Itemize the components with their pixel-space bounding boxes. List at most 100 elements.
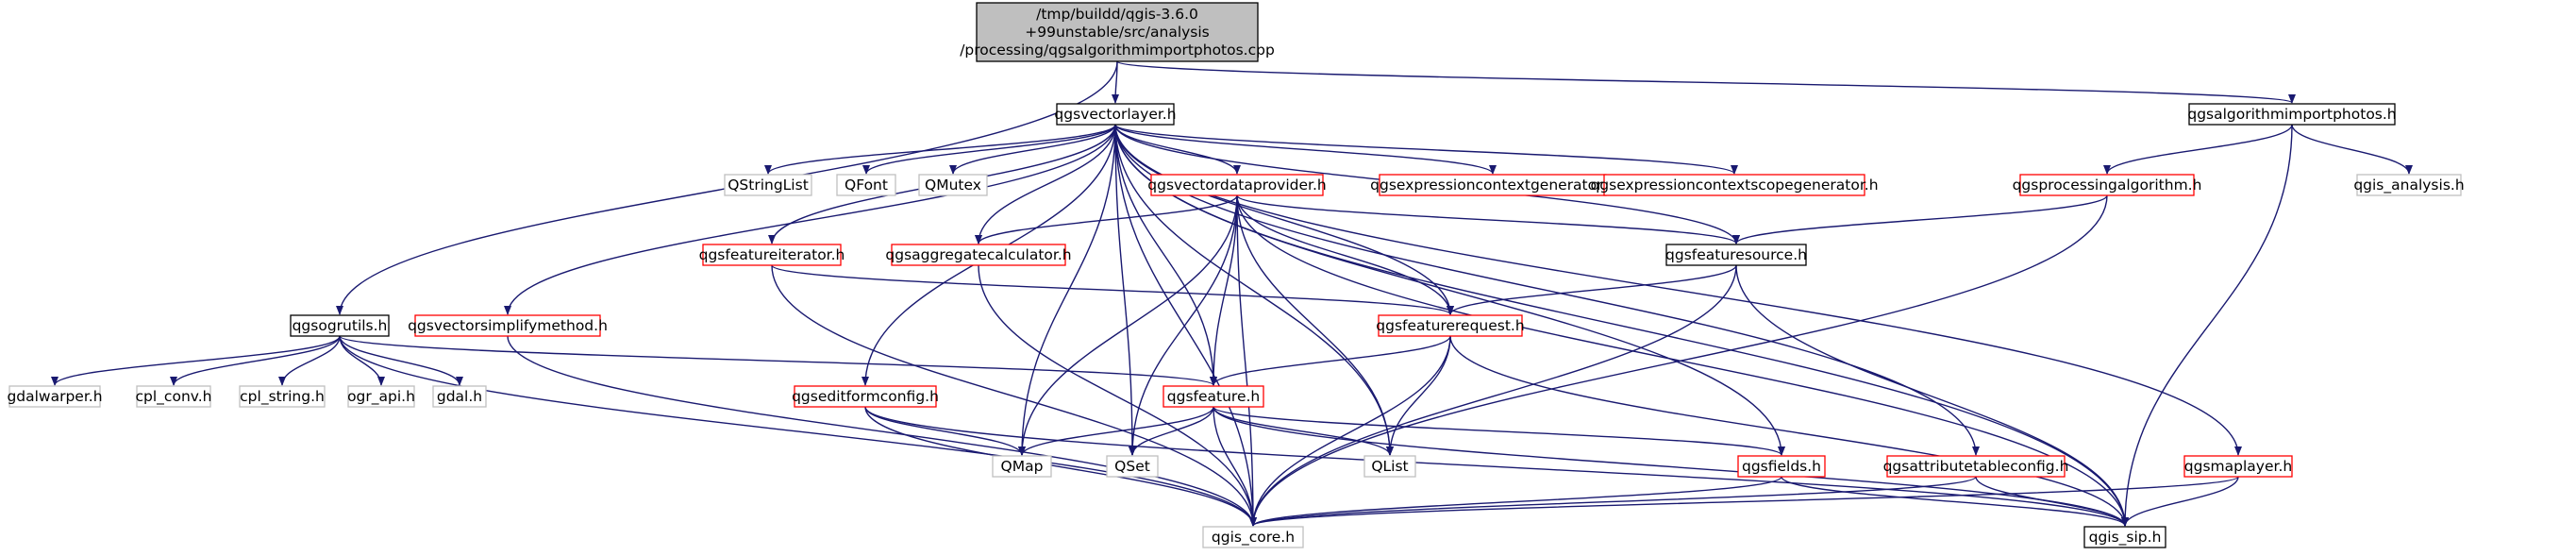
edge-qgsvectordataprovider-to-qgsfeaturesource: [1236, 194, 1740, 244]
node-qgis_sip[interactable]: qgis_sip.h: [2083, 526, 2166, 548]
node-label-qgis_sip: qgis_sip.h: [2089, 529, 2162, 547]
edge-qgsfeatureiterator-to-qgsfeaturerequest: [771, 264, 1454, 315]
edge-qgsfeature-to-qgis_sip: [1213, 406, 2129, 527]
node-label-cpl_string: cpl_string.h: [240, 388, 325, 406]
node-qgsexpressioncontextscopegenerator[interactable]: qgsexpressioncontextscopegenerator.h: [1590, 174, 1879, 196]
node-box-qgsattributetableconfig: [1886, 455, 2066, 478]
node-label-qgseditformconfig: qgseditformconfig.h: [792, 388, 939, 405]
node-box-qgsfeatureiterator: [702, 244, 842, 266]
edge-qgsalgorithmimportphotos-to-qgis_sip: [2121, 124, 2293, 527]
edge-qgsvectorlayer-to-qstringlist: [764, 124, 1116, 175]
node-qgsvectordataprovider[interactable]: qgsvectordataprovider.h: [1147, 174, 1327, 196]
node-qgsattributetableconfig[interactable]: qgsattributetableconfig.h: [1883, 455, 2069, 478]
node-box-qgsfeature: [1163, 385, 1264, 408]
edge-qgsfeaturesource-to-qgsfeaturerequest: [1447, 264, 1737, 315]
edge-qgsmaplayer-to-qgis_core: [1249, 476, 2239, 527]
node-box-qgseditformconfig: [794, 385, 937, 408]
node-label-qgsfeaturesource: qgsfeaturesource.h: [1665, 246, 1807, 263]
edge-qgsvectordataprovider-to-qgis_sip: [1236, 194, 2129, 527]
node-label-qgsexpressioncontextgenerator: qgsexpressioncontextgenerator.h: [1370, 177, 1615, 194]
edge-root-to-qgsalgorithmimportphotos: [1116, 60, 2296, 104]
node-qmap: QMap: [992, 455, 1052, 478]
edge-qgsfeature-to-qlist: [1213, 406, 1394, 456]
edge-qgsfeature-to-qgis_core: [1213, 406, 1257, 527]
edge-qgsvectorlayer-to-qgsexpressioncontextgenerator: [1114, 124, 1497, 175]
node-ogr_api: ogr_api.h: [347, 385, 415, 408]
edge-qgsvectorsimplifymethod-to-qgis_core: [507, 335, 1257, 527]
node-box-qgsvectordataprovider: [1150, 174, 1324, 196]
edges-layer: [51, 60, 2413, 527]
node-qgsfeatureiterator[interactable]: qgsfeatureiterator.h: [699, 244, 845, 266]
node-qset: QSet: [1106, 455, 1159, 478]
edge-qgsogrutils-to-qgsfeature: [339, 335, 1217, 386]
node-qgsfeature[interactable]: qgsfeature.h: [1163, 385, 1264, 408]
node-label-gdal: gdal.h: [437, 388, 482, 405]
node-box-root: [976, 2, 1259, 62]
edge-qgsogrutils-to-cpl_conv: [170, 335, 341, 386]
node-qlist: QList: [1363, 455, 1416, 478]
edge-qgsvectorlayer-to-qgsfeaturerequest: [1114, 124, 1454, 315]
node-qgsogrutils[interactable]: qgsogrutils.h: [290, 314, 390, 337]
node-qfont: QFont: [836, 174, 896, 196]
node-root: /tmp/buildd/qgis-3.6.0+99unstable/src/an…: [960, 2, 1275, 62]
node-label-qmutex: QMutex: [925, 177, 981, 194]
node-box-cpl_string: [239, 385, 326, 408]
edge-qgsvectordataprovider-to-qlist: [1236, 194, 1394, 456]
node-qgsfeaturerequest[interactable]: qgsfeaturerequest.h: [1376, 314, 1525, 337]
node-label-cpl_conv: cpl_conv.h: [136, 388, 212, 406]
node-qgsexpressioncontextgenerator[interactable]: qgsexpressioncontextgenerator.h: [1370, 174, 1615, 196]
node-label-qset: QSet: [1114, 458, 1150, 475]
node-cpl_conv: cpl_conv.h: [136, 385, 212, 408]
edge-qgsfeaturesource-to-qgis_sip: [1735, 264, 2129, 527]
node-gdalwarper: gdalwarper.h: [7, 385, 103, 408]
node-box-qgis_analysis: [2356, 174, 2462, 196]
node-box-qgsexpressioncontextscopegenerator: [1603, 174, 1865, 196]
node-label-qgsogrutils: qgsogrutils.h: [293, 317, 388, 334]
node-box-qgsfeaturerequest: [1378, 314, 1523, 337]
node-box-qgsfeaturesource: [1665, 244, 1807, 266]
edge-qgsmaplayer-to-qgis_sip: [2121, 476, 2239, 527]
edge-qgsogrutils-to-cpl_string: [278, 335, 341, 386]
node-qgsprocessingalgorithm[interactable]: qgsprocessingalgorithm.h: [2013, 174, 2202, 196]
node-box-ogr_api: [347, 385, 415, 408]
edge-qgsfeature-to-qset: [1129, 406, 1214, 456]
node-box-qgis_sip: [2083, 526, 2166, 548]
node-label-qgsaggregatecalculator: qgsaggregatecalculator.h: [885, 246, 1071, 263]
edge-qgsfeaturerequest-to-qgsfeature: [1210, 335, 1451, 386]
edge-qgsvectorlayer-to-qgsvectorsimplifymethod: [504, 124, 1116, 315]
node-label-qstringlist: QStringList: [728, 177, 809, 194]
node-box-gdal: [432, 385, 487, 408]
edge-qgsvectordataprovider-to-qgsfeature: [1210, 194, 1238, 386]
node-box-qgsfields: [1737, 455, 1826, 478]
edge-qgsvectordataprovider-to-qmap: [1018, 194, 1238, 456]
edge-qgsfeaturerequest-to-qlist: [1386, 335, 1451, 456]
edge-qgsvectorlayer-to-qfont: [862, 124, 1116, 175]
edge-qgsattributetableconfig-to-qgis_sip: [1975, 476, 2129, 527]
node-box-gdalwarper: [8, 385, 101, 408]
node-label-qgsfeature: qgsfeature.h: [1167, 388, 1260, 405]
edge-qgsvectorlayer-to-qgsvectordataprovider: [1114, 124, 1241, 175]
node-label-qfont: QFont: [845, 177, 888, 194]
node-cpl_string: cpl_string.h: [239, 385, 326, 408]
node-qgseditformconfig[interactable]: qgseditformconfig.h: [792, 385, 939, 408]
edge-qgsaggregatecalculator-to-qgis_core: [978, 264, 1257, 527]
edge-qgsfeatureiterator-to-qgis_core: [771, 264, 1257, 527]
node-box-qgsogrutils: [290, 314, 390, 337]
node-box-cpl_conv: [136, 385, 211, 408]
node-label-qgsvectordataprovider: qgsvectordataprovider.h: [1147, 177, 1326, 194]
node-qgsmaplayer[interactable]: qgsmaplayer.h: [2183, 455, 2293, 478]
node-qgsvectorlayer[interactable]: qgsvectorlayer.h: [1054, 103, 1177, 126]
edge-qgsalgorithmimportphotos-to-qgis_analysis: [2291, 124, 2413, 175]
node-qgsalgorithmimportphotos[interactable]: qgsalgorithmimportphotos.h: [2187, 103, 2397, 126]
node-qgsaggregatecalculator[interactable]: qgsaggregatecalculator.h: [885, 244, 1072, 266]
node-label-root-line-1: +99unstable/src/analysis: [1025, 24, 1210, 41]
edge-qgsfeature-to-qgsfields: [1213, 406, 1785, 456]
edge-qgsvectorlayer-to-qgsfeature: [1114, 124, 1217, 386]
edge-qgseditformconfig-to-qgis_core: [864, 406, 1257, 527]
node-qgsvectorsimplifymethod[interactable]: qgsvectorsimplifymethod.h: [408, 314, 608, 337]
node-qgsfields[interactable]: qgsfields.h: [1737, 455, 1826, 478]
edge-qgsfeaturerequest-to-qgis_core: [1249, 335, 1451, 527]
node-qgsfeaturesource[interactable]: qgsfeaturesource.h: [1665, 244, 1807, 266]
node-label-qgsfeaturerequest: qgsfeaturerequest.h: [1376, 317, 1524, 334]
edge-qgsvectorlayer-to-qmutex: [949, 124, 1116, 175]
